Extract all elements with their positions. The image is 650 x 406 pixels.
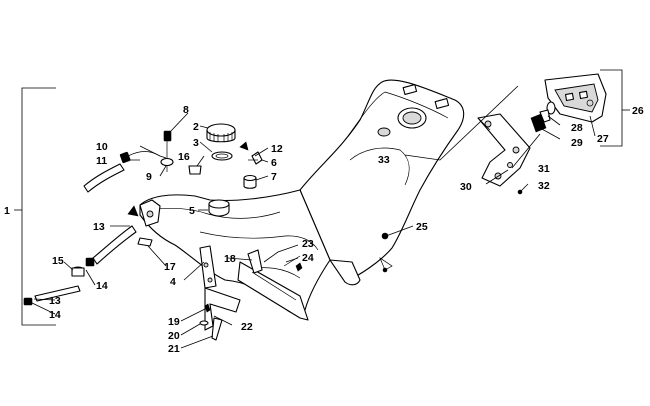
clip: [137, 237, 153, 247]
rear-screws: [283, 255, 303, 272]
callout-25: 25: [416, 221, 428, 233]
fuel-hose: [71, 205, 139, 277]
callout-9: 9: [146, 171, 152, 183]
taillight-bulb: [530, 101, 556, 133]
callout-21: 21: [168, 343, 180, 355]
leader-lines: [29, 85, 596, 349]
callout-labels: 1 2 3 4 5 6 7 8 9 10 11 12 13 13 14 14 1…: [4, 104, 644, 355]
callout-22: 22: [241, 321, 253, 333]
fuel-cap: [206, 123, 236, 143]
callout-15: 15: [52, 255, 64, 267]
callout-11: 11: [96, 155, 107, 167]
bracket-assembly-1: [21, 87, 56, 326]
taillight-bracket: [477, 113, 531, 187]
callout-20: 20: [168, 330, 180, 342]
callout-17: 17: [164, 261, 176, 273]
callout-13-upper: 13: [93, 221, 105, 233]
callout-32: 32: [538, 180, 550, 192]
callout-18: 18: [224, 253, 236, 265]
callout-14-upper: 14: [96, 280, 108, 292]
callout-29: 29: [571, 137, 583, 149]
callout-6: 6: [271, 157, 277, 169]
callout-2: 2: [193, 121, 199, 133]
callout-3: 3: [193, 137, 199, 149]
callout-27: 27: [597, 133, 609, 145]
callout-19: 19: [168, 316, 180, 328]
cap-gasket: [211, 151, 233, 161]
callout-12: 12: [271, 143, 283, 155]
tank-strap-clip: [247, 249, 263, 274]
callout-5: 5: [189, 205, 195, 217]
callout-4: 4: [170, 276, 176, 288]
callout-26: 26: [632, 105, 644, 117]
callout-33: 33: [378, 154, 390, 166]
callout-10: 10: [96, 141, 108, 153]
callout-8: 8: [183, 104, 189, 116]
mount-hardware-left: [199, 303, 223, 341]
callout-28: 28: [571, 122, 583, 134]
callout-24: 24: [302, 252, 314, 264]
callout-16: 16: [178, 151, 190, 163]
vent-hose: [83, 151, 161, 193]
callout-7: 7: [271, 171, 277, 183]
callout-23: 23: [302, 238, 314, 250]
tank-nut: [381, 232, 389, 240]
fuel-tank-body: [139, 79, 465, 331]
taillight: [544, 73, 607, 123]
callout-31: 31: [538, 163, 550, 175]
callout-14-lower: 14: [49, 309, 61, 321]
grommet: [188, 165, 202, 175]
bracket-assembly-26: [600, 69, 623, 147]
tank-fitting: [239, 141, 263, 189]
callout-13-lower: 13: [49, 295, 61, 307]
vent-valve: [160, 130, 174, 172]
callout-30: 30: [460, 181, 472, 193]
callout-1: 1: [4, 205, 10, 217]
